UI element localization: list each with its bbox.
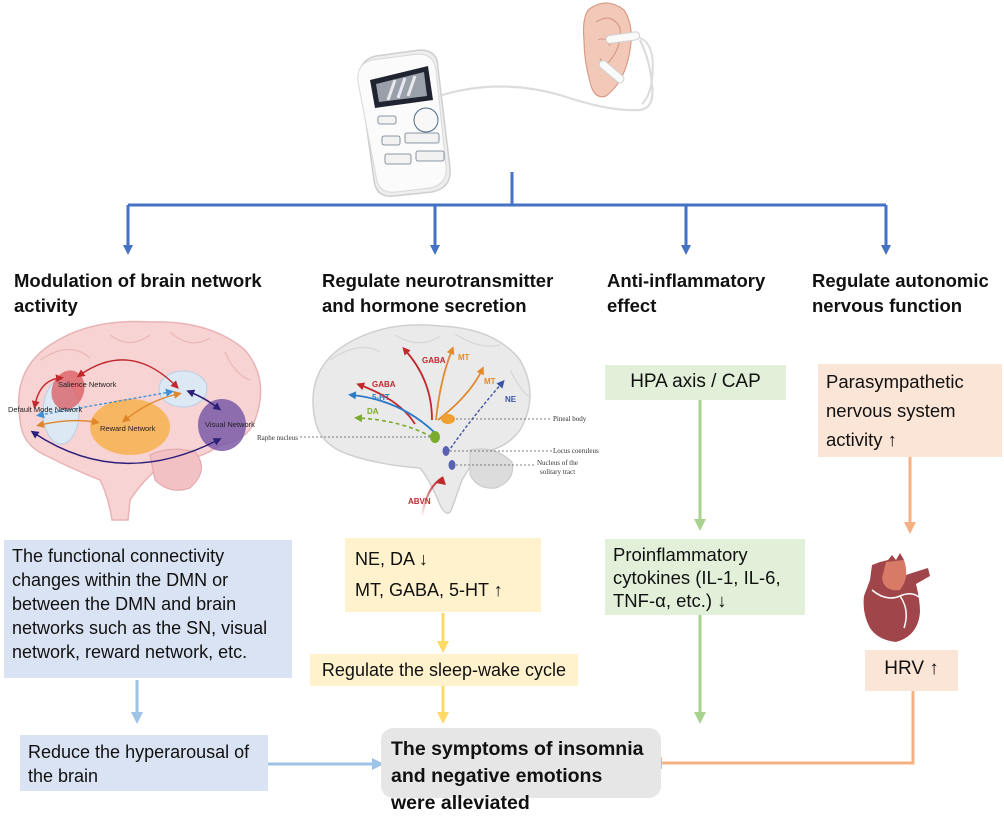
cytokines-box: Proinflammatory cytokines (IL-1, IL-6, T…	[605, 539, 805, 615]
parasympathetic-box: Parasympathetic nervous system activity …	[818, 364, 1002, 457]
nucleus-solitary-label-1: Nucleus of the	[537, 459, 578, 467]
raphe-nucleus-label: Raphe nucleus	[257, 434, 298, 442]
ne-label: NE	[505, 395, 517, 404]
gaba-label-2: GABA	[422, 356, 446, 365]
mt-label-2: MT	[484, 377, 496, 386]
heading-autonomic: Regulate autonomic nervous function	[812, 270, 989, 316]
heading-neurotransmitter: Regulate neurotransmitter and hormone se…	[322, 270, 554, 316]
default-mode-network-label: Default Mode Network	[8, 405, 82, 414]
5ht-label: 5-HT	[372, 393, 390, 402]
visual-network-label: Visual Network	[205, 420, 255, 429]
salience-network-label: Salience Network	[58, 380, 117, 389]
locus-coeruleus-label: Locus coeruleus	[553, 447, 599, 455]
ear-illustration	[582, 2, 654, 105]
column1-arrows	[131, 680, 384, 770]
brain-neurotransmitter-illustration: GABA GABA MT MT 5-HT DA NE ABVN Pineal b…	[257, 324, 599, 518]
heading-anti-inflammatory: Anti-inflammatory effect	[607, 270, 766, 316]
gaba-label-1: GABA	[372, 380, 396, 389]
ne-da-decrease: NE, DA ↓	[355, 549, 429, 569]
nucleus-solitary-label-2: solitary tract	[540, 468, 575, 476]
outcome-box: The symptoms of insomnia and negative em…	[381, 728, 661, 814]
hyperarousal-box: Reduce the hyperarousal of the brain	[20, 735, 268, 791]
stimulator-device	[357, 39, 654, 197]
hrv-box: HRV ↑	[865, 650, 958, 691]
heading-brain-network: Modulation of brain network activity	[14, 270, 262, 316]
column4-arrows	[650, 457, 916, 769]
hpa-axis-box: HPA axis / CAP	[605, 365, 786, 400]
da-label: DA	[367, 407, 379, 416]
abvn-label: ABVN	[408, 497, 431, 506]
mt-gaba-5ht-increase: MT, GABA, 5-HT ↑	[355, 580, 503, 600]
reward-network-label: Reward Network	[100, 424, 156, 433]
connectivity-box: The functional connectivity changes with…	[4, 540, 292, 678]
diagram-canvas: Salience Network Default Mode Network Re…	[8, 2, 930, 770]
brain-network-illustration: Salience Network Default Mode Network Re…	[8, 320, 262, 521]
pineal-body-label: Pineal body	[553, 415, 587, 423]
sleep-wake-box: Regulate the sleep-wake cycle	[310, 654, 578, 686]
mt-label-1: MT	[458, 353, 470, 362]
neurotransmitter-change-box: NE, DA ↓ MT, GABA, 5-HT ↑	[345, 538, 541, 612]
main-branch-arrows	[123, 172, 891, 255]
heart-icon	[863, 553, 930, 642]
